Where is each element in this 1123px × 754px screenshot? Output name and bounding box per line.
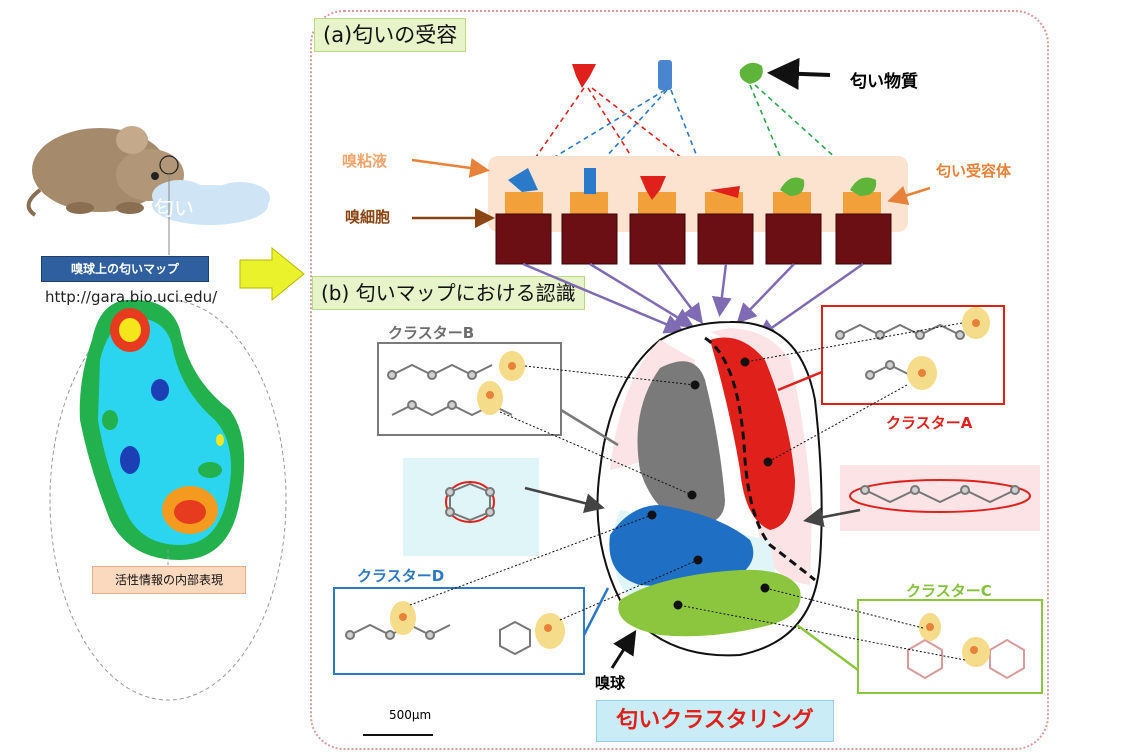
molecule-chain — [849, 479, 1031, 513]
cluster-a-region — [710, 337, 795, 530]
chain-box — [840, 465, 1040, 531]
main-frame — [310, 10, 1049, 750]
cell-label: 嗅細胞 — [345, 208, 391, 226]
olfactory-bulb-label: 嗅球 — [595, 674, 626, 692]
odorant-green — [739, 62, 763, 84]
internal-representation-label: 活性情報の内部表現 — [92, 566, 246, 594]
cluster-c-label: クラスターC — [906, 582, 992, 600]
source-url: http://gara.bio.uci.edu/ — [45, 288, 218, 306]
molecule-cluster-a — [835, 307, 990, 390]
cluster-b-region — [637, 361, 725, 525]
molecule-benzene — [445, 481, 495, 523]
scale-bar-label: 500μm — [389, 708, 432, 722]
odorant-blue — [658, 60, 672, 90]
odorant-label: 匂い物質 — [850, 72, 918, 92]
receptor-label: 匂い受容体 — [936, 162, 1012, 180]
cluster-c-box — [857, 599, 1043, 694]
cluster-b-label: クラスターB — [388, 324, 475, 342]
odorant-red — [572, 64, 596, 88]
molecule-cluster-b — [387, 351, 525, 417]
panel-a-title: (a)匂いの受容 — [314, 18, 467, 52]
left-illustration — [26, 126, 287, 701]
receptor-row — [505, 168, 881, 214]
yellow-arrow-icon — [239, 246, 305, 302]
bulb-activity-map — [79, 299, 245, 560]
smell-cloud — [152, 180, 270, 225]
olfactory-diagram — [333, 57, 1043, 736]
bulb-map-label: 嗅球上の匂いマップ — [41, 256, 209, 282]
cluster-b-box — [377, 342, 562, 436]
bottom-title: 匂いクラスタリング — [596, 700, 834, 742]
cluster-d-region — [609, 505, 754, 587]
cluster-a-label: クラスターA — [886, 414, 973, 432]
molecule-cluster-c — [907, 613, 1025, 680]
panel-b-title: (b) 匂いマップにおける認識 — [312, 276, 585, 310]
smell-cloud-label: 匂い — [154, 196, 194, 220]
molecule-cluster-d — [345, 601, 565, 656]
mucus-label: 嗅粘液 — [342, 152, 388, 170]
cluster-d-label: クラスターD — [357, 567, 445, 585]
benzene-box — [403, 458, 539, 556]
olfactory-cells — [495, 213, 892, 265]
